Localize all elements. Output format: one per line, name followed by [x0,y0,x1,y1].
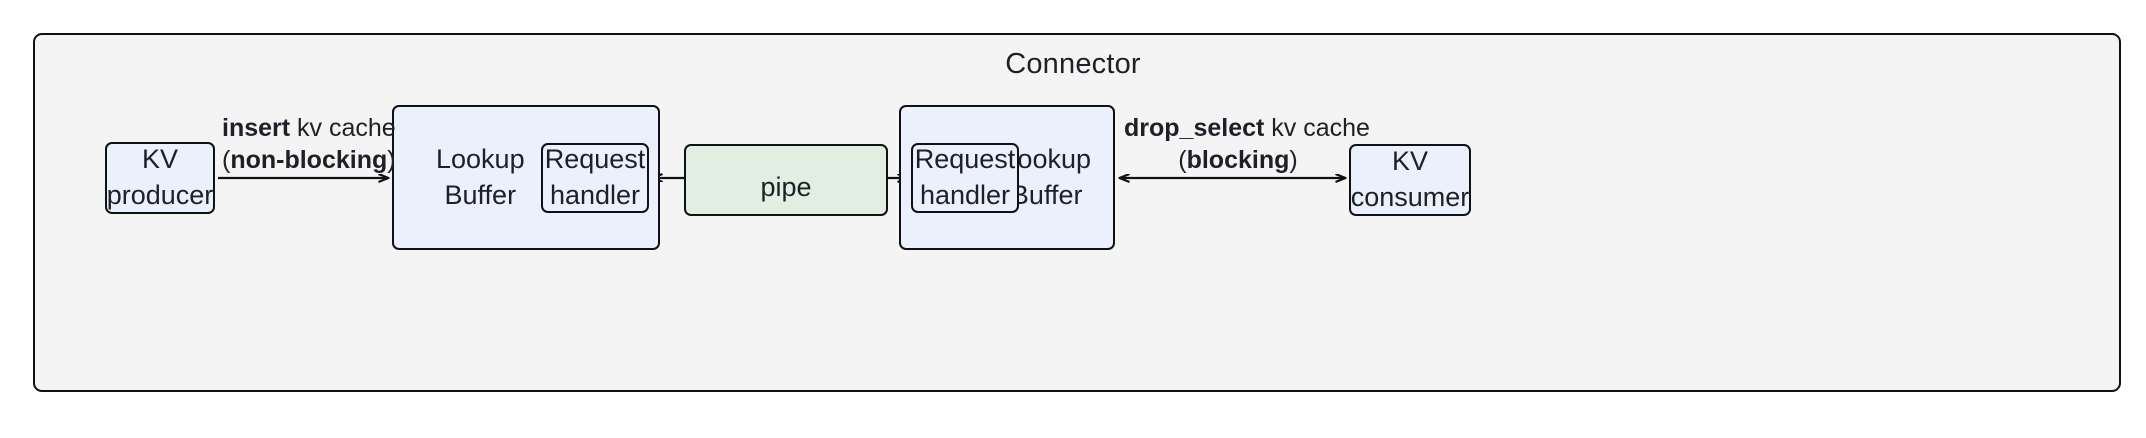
node-lookup-buffer-left-label: Lookup Buffer [436,143,525,210]
node-pipe-label: pipe [760,172,812,203]
node-request-handler-right-label: Request handler [914,144,1016,210]
node-request-handler-left-label: Request handler [544,144,646,210]
node-kv-producer-label: KV producer [106,144,214,210]
edge-label-drop-select: drop_select kv cache (blocking) [1124,112,1370,176]
edge-label-drop-select-line2: (blocking) [1178,146,1298,174]
node-kv-consumer-label: KV consumer [1350,146,1470,212]
node-kv-consumer[interactable]: KV consumer [1349,144,1471,216]
edge-label-insert-line2: (non-blocking) [222,146,396,174]
edge-label-insert-line1: insert kv cache [222,114,396,142]
node-kv-producer[interactable]: KV producer [105,142,215,214]
edge-label-drop-select-line1: drop_select kv cache [1124,114,1370,142]
node-pipe[interactable]: pipe [684,144,888,216]
edge-label-insert: insert kv cache (non-blocking) [222,112,396,176]
node-request-handler-right[interactable]: Request handler [911,143,1019,213]
node-request-handler-left[interactable]: Request handler [541,143,649,213]
connector-title: Connector [1005,48,1141,80]
